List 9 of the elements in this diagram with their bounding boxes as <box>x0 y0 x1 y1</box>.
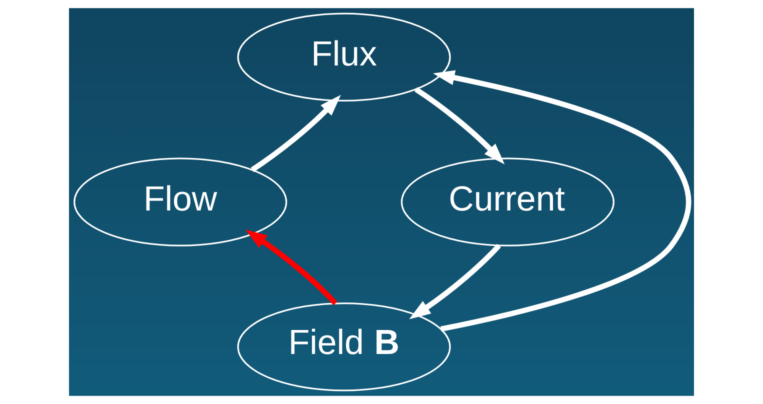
arrow <box>433 70 692 332</box>
node-ellipse: Current <box>400 158 614 246</box>
node-ellipse: Flow <box>74 158 288 246</box>
arrow <box>414 87 505 164</box>
node-ellipse: Field B <box>237 302 451 392</box>
arrow <box>250 94 341 172</box>
node-ellipse: Flux <box>237 12 451 102</box>
arrow <box>246 230 338 306</box>
arrow <box>409 244 501 320</box>
